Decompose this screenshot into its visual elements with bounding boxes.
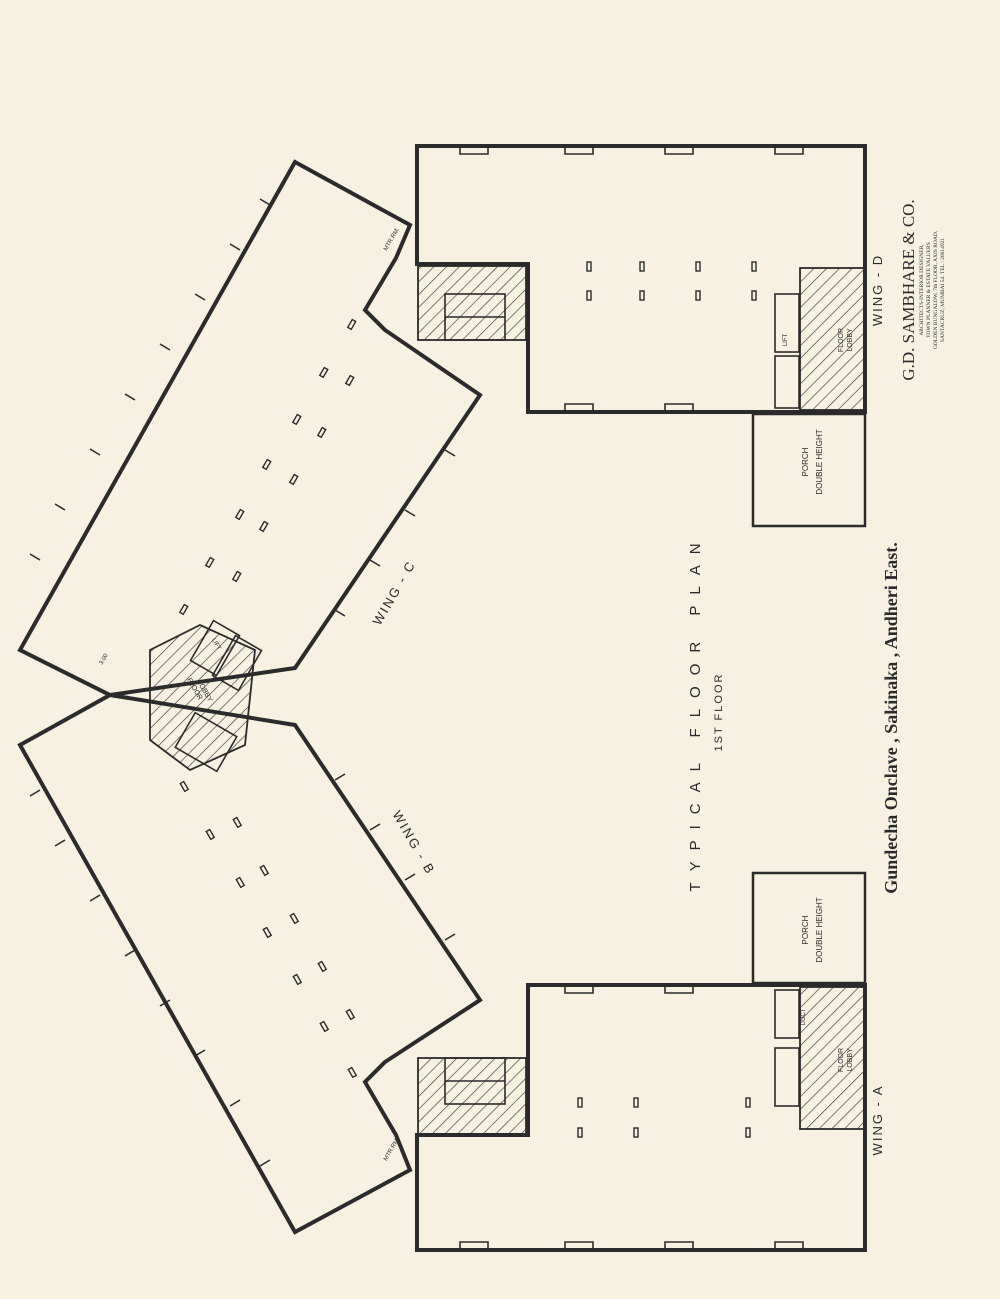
plan-subtitle: 1ST FLOOR xyxy=(713,673,725,752)
wing-a-porch-sublabel: DOUBLE HEIGHT xyxy=(815,897,824,962)
wing-a-lobby xyxy=(799,986,865,1130)
wing-c-plan: WING - C 3.00 xyxy=(17,159,483,698)
wing-d-lobby xyxy=(799,267,865,411)
wing-d-lobby-sublabel: LOBBY xyxy=(847,328,854,352)
wing-d-label: WING - D xyxy=(870,254,885,326)
wing-d-porch-label: PORCH xyxy=(801,447,810,476)
wing-a-lobby-sublabel: LOBBY xyxy=(847,1048,854,1072)
plan-title: TYPICAL FLOOR PLAN xyxy=(687,532,704,891)
wing-d-lift-label: LIFT xyxy=(783,334,789,347)
wing-d-plan: WING - D PORCH DOUBLE HEIGHT FLOOR LOBBY… xyxy=(383,144,885,528)
wing-b-label: WING - B xyxy=(389,808,438,878)
wing-a-porch-label: PORCH xyxy=(801,915,810,944)
wing-d-lobby-label: FLOOR xyxy=(838,328,845,352)
wing-a-porch xyxy=(751,871,867,985)
firm-block: G.D. SAMBHARE & CO. ARCHITECTS-INTERIOR … xyxy=(899,199,946,380)
core-lift-label: LIFT xyxy=(210,638,222,652)
firm-name: G.D. SAMBHARE & CO. xyxy=(899,199,918,380)
wing-b-plan: WING - B xyxy=(17,692,483,1235)
wing-c-dim-label: 3.00 xyxy=(99,652,110,666)
project-name: Gundecha Onclave , Sakinaka , Andheri Ea… xyxy=(881,542,901,894)
wing-d-porch-sublabel: DOUBLE HEIGHT xyxy=(815,429,824,494)
wing-d-porch xyxy=(751,412,867,528)
wing-a-plan: WING - A PORCH DOUBLE HEIGHT FLOOR LOBBY… xyxy=(383,871,885,1252)
central-core: FLOOR LOBBY LIFT xyxy=(149,619,263,773)
firm-line-4: SANTACRUZ, MUMBAI 54. TEL : 26614921 xyxy=(940,238,946,342)
wing-a-duct-label: DUCT xyxy=(801,1008,807,1025)
firm-line-3: GOLDEN BUNGALOW, 7th FLOOR, AXIS ROAD, xyxy=(933,230,939,349)
wing-a-lobby-label: FLOOR xyxy=(838,1048,845,1072)
firm-line-1: ARCHITECTS-INTERIOR DESIGNER, xyxy=(919,244,925,336)
firm-line-2: TOWN PLANNER & ESTATE VALUERS xyxy=(926,242,932,338)
wing-a-label: WING - A xyxy=(870,1085,885,1156)
title-block: TYPICAL FLOOR PLAN 1ST FLOOR Gundecha On… xyxy=(687,532,901,893)
wing-c-label: WING - C xyxy=(370,558,419,628)
